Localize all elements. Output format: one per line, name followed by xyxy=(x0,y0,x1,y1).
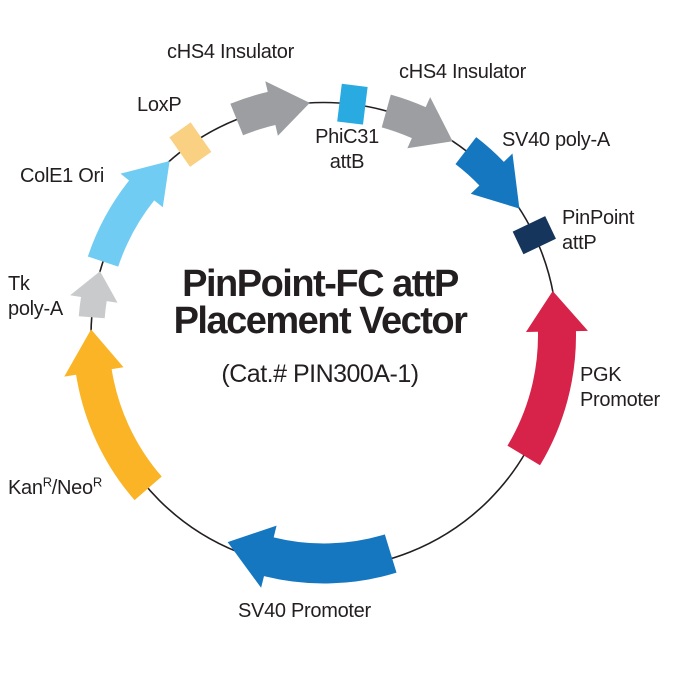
catalog-number: (Cat.# PIN300A-1) xyxy=(221,360,419,388)
label-chs4-insulator-left: cHS4 Insulator xyxy=(167,41,294,63)
phic31-attb-box xyxy=(337,83,368,125)
label-pgk-line1: PGK xyxy=(580,364,622,386)
label-cole1-ori: ColE1 Ori xyxy=(20,165,104,187)
label-chs4-insulator-right: cHS4 Insulator xyxy=(399,61,526,83)
label-phic31-line2: attB xyxy=(329,151,365,173)
label-neo-base: /Neo xyxy=(51,477,93,499)
label-kan-base: Kan xyxy=(8,477,43,499)
label-kan-neo: KanR/NeoR xyxy=(8,474,102,501)
vector-title-block: PinPoint-FC attP Placement Vector (Cat.#… xyxy=(20,263,620,389)
label-pinpoint-attp: PinPoint attP xyxy=(562,206,634,256)
loxp-box xyxy=(169,122,212,167)
label-kan-sup: R xyxy=(42,474,52,490)
label-phic31-line1: PhiC31 xyxy=(315,126,379,148)
label-tk-line2: poly-A xyxy=(8,298,63,320)
label-pgk-promoter: PGK Promoter xyxy=(580,363,660,413)
label-pinpoint-line2: attP xyxy=(562,232,597,254)
vector-title-line2: Placement Vector xyxy=(173,300,468,342)
sv40-polya-arrow xyxy=(455,137,520,209)
sv40-promoter-arrow xyxy=(227,525,397,588)
tk-polya-arrow xyxy=(70,271,118,319)
chs4-insulator-right-arrow xyxy=(381,94,453,149)
pgk-promoter-arrow xyxy=(507,291,588,466)
kan-neo-arrow xyxy=(64,329,162,501)
cole1-ori-arrow xyxy=(87,160,170,267)
label-tk-line1: Tk xyxy=(8,273,30,295)
vector-title-line1: PinPoint-FC attP xyxy=(182,263,459,305)
label-pinpoint-line1: PinPoint xyxy=(562,207,635,229)
label-tk-polya: Tk poly-A xyxy=(8,272,63,322)
pinpoint-attp-box xyxy=(512,216,556,255)
label-pgk-line2: Promoter xyxy=(580,389,660,411)
chs4-insulator-left-arrow xyxy=(230,81,310,136)
label-neo-sup: R xyxy=(92,474,102,490)
label-sv40-polya: SV40 poly-A xyxy=(502,129,610,151)
label-loxp: LoxP xyxy=(137,94,182,116)
label-sv40-promoter: SV40 Promoter xyxy=(238,600,371,622)
label-phic31-attb: PhiC31 attB xyxy=(301,125,393,175)
